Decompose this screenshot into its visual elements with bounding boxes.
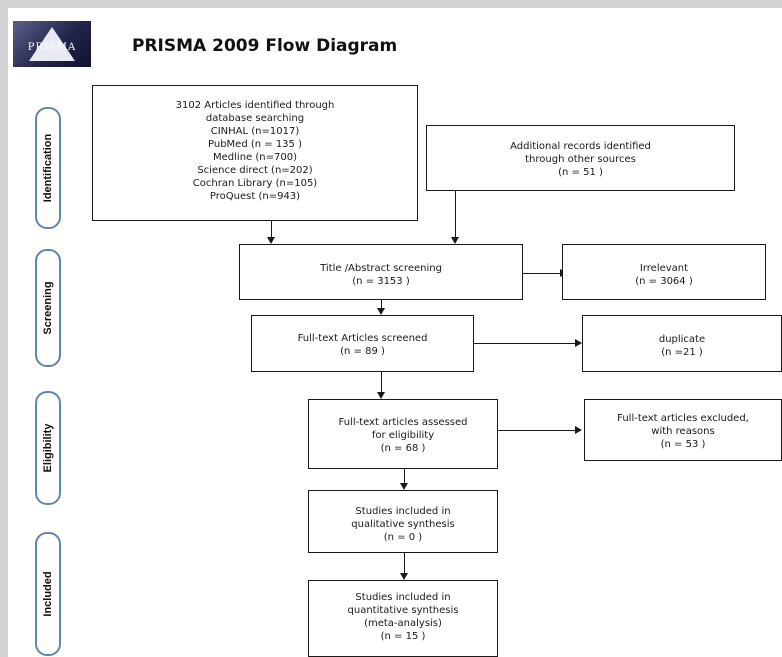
box-title-abstract-screening: Title /Abstract screening (n = 3153 ) <box>239 244 523 300</box>
box-text-line: Science direct (n=202) <box>197 165 313 176</box>
box-text-line: (n = 89 ) <box>340 346 385 357</box>
box-text-line: Full-text articles assessed <box>338 417 468 428</box>
box-text-line: Title /Abstract screening <box>320 263 442 274</box>
box-text-line: Studies included in <box>355 592 451 603</box>
box-text-line: CINHAL (n=1017) <box>210 126 300 137</box>
diagram-canvas: PRISMA PRISMA 2009 Flow Diagram Identifi… <box>8 8 782 657</box>
box-fulltext-screened: Full-text Articles screened (n = 89 ) <box>251 315 474 372</box>
box-text-line: (n = 3064 ) <box>635 276 693 287</box>
box-text-line: quantitative synthesis <box>347 605 459 616</box>
box-text-line: Full-text articles excluded, <box>617 413 749 424</box>
box-irrelevant: Irrelevant (n = 3064 ) <box>562 244 766 300</box>
connector-to-irrelevant <box>523 273 560 274</box>
box-text-line: duplicate <box>658 334 706 345</box>
box-text-line: (n = 15 ) <box>380 631 426 642</box>
connector-to-qualitative <box>404 469 405 483</box>
logo-triangle <box>29 27 75 61</box>
stage-included: Included <box>35 532 61 656</box>
box-text-line: Studies included in <box>355 506 451 517</box>
arrowhead-down <box>267 237 275 244</box>
prisma-logo: PRISMA <box>13 21 91 67</box>
logo-text: PRISMA <box>27 42 77 53</box>
box-text-line: (n = 0 ) <box>383 532 423 543</box>
arrowhead-down <box>400 573 408 580</box>
arrowhead-down <box>400 483 408 490</box>
box-text-line: Irrelevant <box>639 263 689 274</box>
box-text-line: Medline (n=700) <box>213 152 297 163</box>
connector-to-duplicate <box>474 343 575 344</box>
stage-identification: Identification <box>35 107 61 229</box>
page-title: PRISMA 2009 Flow Diagram <box>132 36 398 56</box>
box-text-line: Full-text Articles screened <box>297 333 428 344</box>
box-text-line: (n = 3153 ) <box>352 276 410 287</box>
box-identified-database: 3102 Articles identified through databas… <box>92 85 418 221</box>
box-text-line: Cochran Library (n=105) <box>192 178 318 189</box>
box-text-line: qualitative synthesis <box>351 519 455 530</box>
connector-to-quantitative <box>404 553 405 573</box>
connector-other-to-screening <box>455 191 456 237</box>
box-text-line: with reasons <box>651 426 715 437</box>
stage-label: Identification <box>42 133 54 203</box>
stage-eligibility: Eligibility <box>35 391 61 505</box>
box-text-line: 3102 Articles identified through <box>175 100 335 111</box>
box-excluded: Full-text articles excluded, with reason… <box>584 399 782 461</box>
box-duplicate: duplicate (n =21 ) <box>582 315 782 372</box>
box-text-line: Additional records identified <box>510 141 651 152</box>
arrowhead-down <box>377 308 385 315</box>
stage-label: Included <box>42 571 54 617</box>
connector-to-eligibility <box>381 372 382 392</box>
box-text-line: through other sources <box>525 154 636 165</box>
arrowhead-down <box>451 237 459 244</box>
box-text-line: (n = 53 ) <box>660 439 706 450</box>
box-text-line: (n = 51 ) <box>558 167 603 178</box>
box-text-line: for eligibility <box>371 430 435 441</box>
arrowhead-right <box>575 426 582 434</box>
box-text-line: (meta-analysis) <box>364 618 442 629</box>
connector-db-to-screening <box>271 221 272 237</box>
box-text-line: database searching <box>205 113 305 124</box>
stage-label: Eligibility <box>42 423 54 473</box>
box-text-line: (n =21 ) <box>661 347 703 358</box>
stage-label: Screening <box>42 281 54 335</box>
box-text-line: (n = 68 ) <box>380 443 426 454</box>
box-quantitative-synthesis: Studies included in quantitative synthes… <box>308 580 498 657</box>
connector-to-excluded <box>498 430 575 431</box>
box-text-line: ProQuest (n=943) <box>209 191 301 202</box>
box-eligibility: Full-text articles assessed for eligibil… <box>308 399 498 469</box>
box-text-line: PubMed (n = 135 ) <box>208 139 302 150</box>
box-qualitative-synthesis: Studies included in qualitative synthesi… <box>308 490 498 553</box>
arrowhead-right <box>575 339 582 347</box>
stage-screening: Screening <box>35 249 61 367</box>
connector-to-fulltext <box>381 300 382 308</box>
box-other-sources: Additional records identified through ot… <box>426 125 735 191</box>
arrowhead-down <box>377 392 385 399</box>
